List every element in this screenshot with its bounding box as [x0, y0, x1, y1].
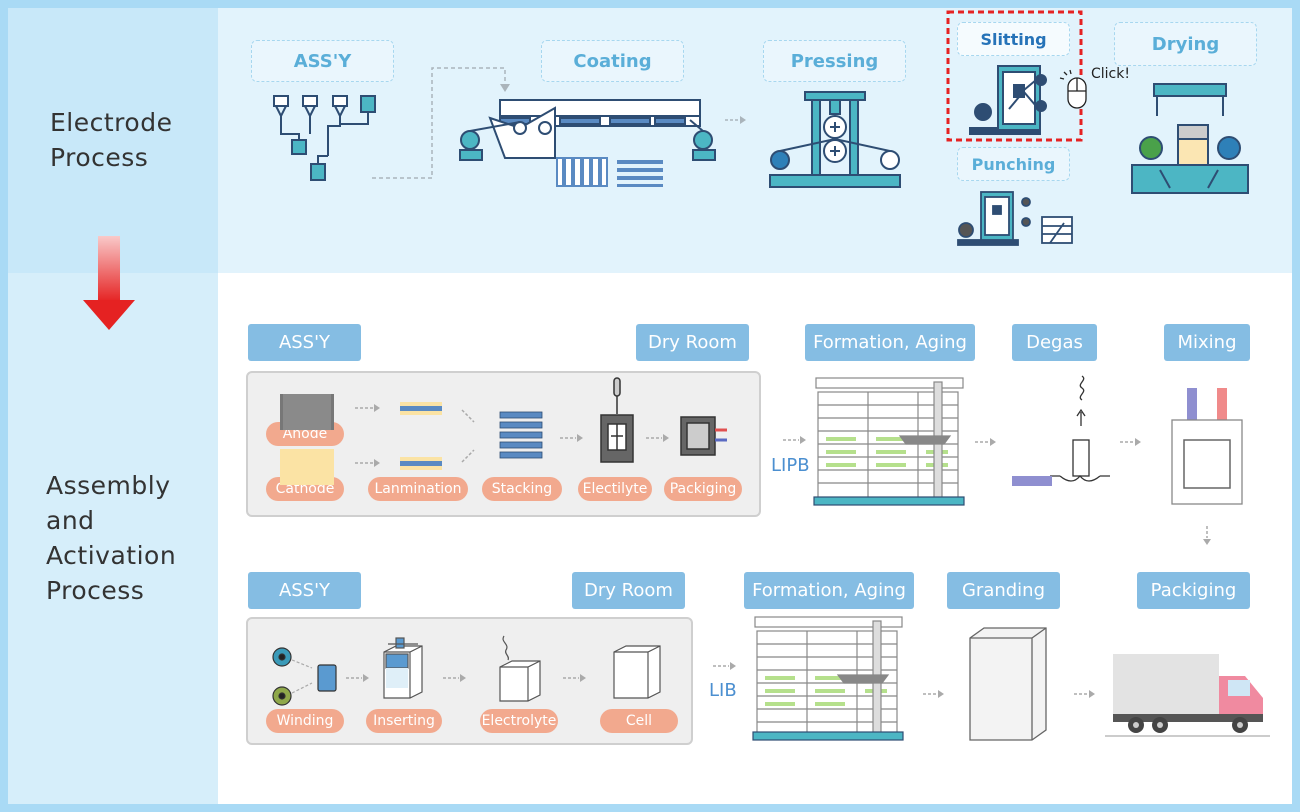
electrolyte-pill: Electilyte [578, 477, 652, 501]
flow-arrow-small [563, 674, 586, 682]
winding-pill: Winding [266, 709, 344, 733]
pressing-machine-icon [769, 91, 901, 188]
delivery-truck-icon [1105, 654, 1270, 737]
formation-rack-icon [813, 377, 965, 506]
electrode-step-pressing[interactable]: Pressing [763, 40, 906, 82]
flow-arrow-small [1120, 438, 1141, 446]
winding-rolls-icon [272, 647, 337, 706]
electrode-section-label-panel [8, 8, 218, 273]
flow-arrow-small [923, 690, 944, 698]
flow-arrow-small [1074, 690, 1095, 698]
click-hint-label: Click! [1091, 66, 1130, 82]
lipb-dry-room-tag[interactable]: Dry Room [636, 324, 749, 361]
drying-machine-icon [1131, 83, 1249, 194]
electrode-step-drying[interactable]: Drying [1114, 22, 1257, 66]
lib-packaging-tag[interactable]: Packiging [1137, 572, 1250, 609]
stacking-pill: Stacking [482, 477, 562, 501]
electrolyte-icon [600, 377, 634, 463]
inserting-pill: Inserting [366, 709, 442, 733]
mouse-cursor-icon [1059, 69, 1087, 109]
lipb-mixing-tag[interactable]: Mixing [1164, 324, 1250, 361]
assembly-process-title: Assembly and Activation Process [46, 468, 176, 608]
coating-machine-icon [459, 99, 716, 161]
slitting-machine-icon [969, 65, 1047, 135]
lib-granding-tag[interactable]: Granding [947, 572, 1060, 609]
formation-rack-icon [752, 616, 904, 741]
lipb-degas-tag[interactable]: Degas [1012, 324, 1097, 361]
flow-arrow-small [725, 116, 746, 124]
inserting-can-icon [383, 637, 423, 699]
assembly-title-line: Assembly [46, 471, 171, 500]
lamination-stack-icon [400, 402, 442, 470]
flow-arrow-small [975, 438, 996, 446]
pouch-cell-icon [680, 416, 727, 456]
stacking-icon [499, 411, 543, 459]
flow-arrow-small [355, 404, 380, 467]
grading-box-icon [969, 627, 1047, 741]
flow-arrow-small [646, 434, 669, 442]
cell-pill: Cell [600, 709, 678, 733]
assembly-section-label-panel [8, 273, 218, 804]
flow-arrow-small [443, 674, 466, 682]
flow-arrow-small [461, 409, 475, 463]
coated-sheets-icon [556, 157, 663, 187]
electrode-step-punching[interactable]: Punching [957, 147, 1070, 181]
electrolyte-fill-icon [499, 635, 541, 702]
electrode-section-panel [218, 8, 1292, 273]
lib-output-label: LIB [709, 680, 737, 701]
assy-hopper-icon [273, 95, 376, 181]
flow-arrow-small [783, 436, 806, 444]
electrolyte-pill-lib: Electrolyte [480, 709, 558, 733]
flow-arrow-small [713, 662, 736, 670]
lipb-assy-tag[interactable]: ASS'Y [248, 324, 361, 361]
assembly-title-line: Process [46, 576, 145, 605]
lamination-pill: Lanmination [368, 477, 468, 501]
electrode-step-coating[interactable]: Coating [541, 40, 684, 82]
cell-box-icon [613, 645, 661, 699]
electrode-step-assy[interactable]: ASS'Y [251, 40, 394, 82]
assembly-title-line: Activation [46, 541, 177, 570]
lib-assy-tag[interactable]: ASS'Y [248, 572, 361, 609]
flow-arrow-small [560, 434, 583, 442]
lib-dry-room-tag[interactable]: Dry Room [572, 572, 685, 609]
punching-machine-icon [957, 191, 1073, 246]
mixing-icon [1171, 388, 1243, 505]
cathode-sheet [280, 449, 334, 485]
flow-arrow-small [346, 674, 369, 682]
lipb-output-label: LIPB [771, 455, 810, 476]
electrode-step-slitting[interactable]: Slitting [957, 22, 1070, 56]
packaging-pill: Packiging [664, 477, 742, 501]
flow-arrow-small [1203, 526, 1211, 545]
flow-connector [372, 67, 506, 179]
lib-formation-aging-tag[interactable]: Formation, Aging [744, 572, 914, 609]
assembly-title-line: and [46, 506, 95, 535]
degas-icon [1012, 375, 1110, 486]
lipb-formation-aging-tag[interactable]: Formation, Aging [805, 324, 975, 361]
electrode-process-title: Electrode Process [50, 108, 173, 172]
